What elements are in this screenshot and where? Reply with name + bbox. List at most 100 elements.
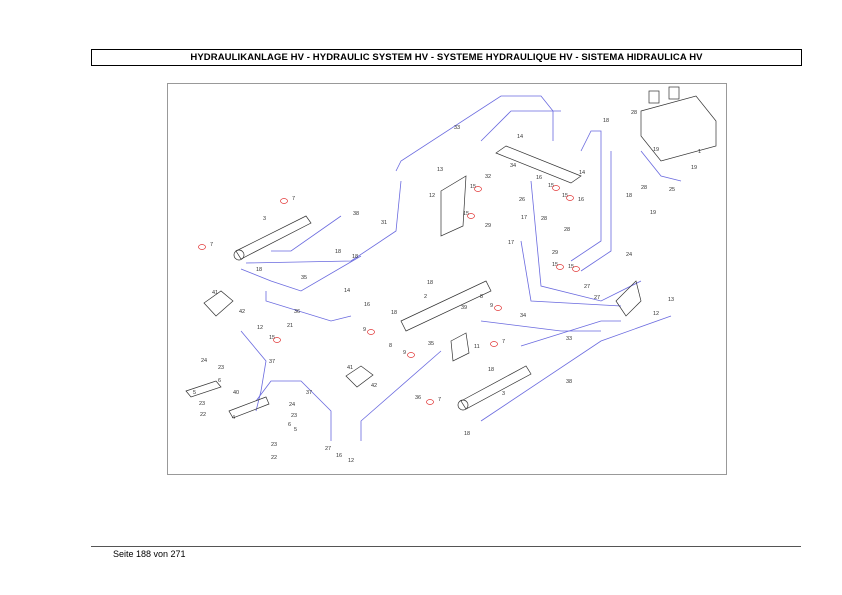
callout-19: 19 [650, 210, 656, 216]
seal-ring [426, 399, 434, 405]
callout-24: 24 [289, 402, 295, 408]
hose-35-upper [240, 255, 362, 292]
callout-12: 12 [257, 325, 263, 331]
mounting-plate [495, 145, 582, 184]
callout-7: 7 [438, 397, 441, 403]
cylinder-eye-lower [457, 399, 469, 411]
callout-18: 18 [352, 254, 358, 260]
callout-16: 16 [578, 197, 584, 203]
hose-25 [640, 150, 682, 182]
mechanical-parts [185, 86, 717, 419]
callout-32: 32 [485, 174, 491, 180]
callout-8: 8 [480, 294, 483, 300]
callout-17: 17 [508, 240, 514, 246]
seal-ring [474, 186, 482, 192]
callout-12: 12 [348, 458, 354, 464]
valve-knob [648, 90, 660, 104]
hose-38-lower [480, 315, 672, 422]
page-title: HYDRAULIKANLAGE HV - HYDRAULIC SYSTEM HV… [190, 52, 703, 63]
callout-14: 14 [579, 170, 585, 176]
callout-3: 3 [502, 391, 505, 397]
callout-18: 18 [427, 280, 433, 286]
callout-41: 41 [212, 290, 218, 296]
callout-41: 41 [347, 365, 353, 371]
hose-37-left [240, 330, 267, 412]
callout-1: 1 [698, 149, 701, 155]
callout-38: 38 [566, 379, 572, 385]
callout-25: 25 [669, 187, 675, 193]
callout-36: 36 [294, 309, 300, 315]
callout-18: 18 [464, 431, 470, 437]
callout-23: 23 [271, 442, 277, 448]
seal-ring [407, 352, 415, 358]
callout-24: 24 [626, 252, 632, 258]
cylinder-4-left [185, 380, 222, 398]
callout-15: 15 [562, 193, 568, 199]
footer-divider [91, 546, 801, 547]
callout-37: 37 [269, 359, 275, 365]
callout-42: 42 [371, 383, 377, 389]
valve-knob [668, 86, 680, 100]
seal-ring [494, 305, 502, 311]
seal-ring [467, 213, 475, 219]
callout-33: 33 [454, 125, 460, 131]
cylinder-4-right [228, 396, 270, 419]
valve-block-11 [450, 332, 470, 362]
callout-18: 18 [335, 249, 341, 255]
callout-29: 29 [485, 223, 491, 229]
hose-24 [570, 130, 602, 262]
hose-37-right [255, 380, 332, 441]
hose-33-lower [520, 320, 621, 347]
cylinder-3-lower [460, 365, 532, 410]
hose-38-upper [271, 215, 342, 252]
cylinder-3-upper [235, 215, 312, 260]
hose-34 [480, 320, 601, 332]
callout-18: 18 [488, 367, 494, 373]
callout-21: 21 [287, 323, 293, 329]
callout-16: 16 [364, 302, 370, 308]
callout-9: 9 [403, 350, 406, 356]
callout-13: 13 [437, 167, 443, 173]
callout-8: 8 [389, 343, 392, 349]
callout-27: 27 [325, 446, 331, 452]
callout-4: 4 [232, 415, 235, 421]
seal-ring [490, 341, 498, 347]
bracket-plate-right [615, 280, 642, 317]
seal-ring [572, 266, 580, 272]
callout-22: 22 [200, 412, 206, 418]
hose-27 [530, 180, 642, 302]
callout-18: 18 [626, 193, 632, 199]
bracket-plate [440, 175, 467, 237]
callout-28: 28 [631, 110, 637, 116]
coupler-41-upper [203, 290, 234, 317]
callout-33: 33 [566, 336, 572, 342]
page-number: Seite 188 von 271 [113, 549, 186, 559]
callout-28: 28 [564, 227, 570, 233]
callout-6: 6 [218, 378, 221, 384]
callout-2: 2 [424, 294, 427, 300]
callout-24: 24 [201, 358, 207, 364]
callout-23: 23 [291, 413, 297, 419]
hose-26 [580, 151, 612, 272]
seal-ring [280, 198, 288, 204]
callout-40: 40 [233, 390, 239, 396]
callout-9: 9 [363, 327, 366, 333]
callout-29: 29 [552, 250, 558, 256]
callout-7: 7 [210, 242, 213, 248]
callout-23: 23 [199, 401, 205, 407]
callout-22: 22 [271, 455, 277, 461]
seal-ring [552, 185, 560, 191]
callout-12: 12 [653, 311, 659, 317]
hose-32 [480, 110, 561, 142]
coupler-41-lower [345, 365, 374, 388]
hose-lines [240, 95, 682, 441]
callout-27: 27 [594, 295, 600, 301]
callout-15: 15 [269, 335, 275, 341]
hose-27b [520, 240, 622, 307]
callout-3: 3 [263, 216, 266, 222]
callout-23: 23 [218, 365, 224, 371]
hose-36-lower [360, 350, 442, 441]
callout-19: 19 [653, 147, 659, 153]
callout-37: 37 [306, 390, 312, 396]
